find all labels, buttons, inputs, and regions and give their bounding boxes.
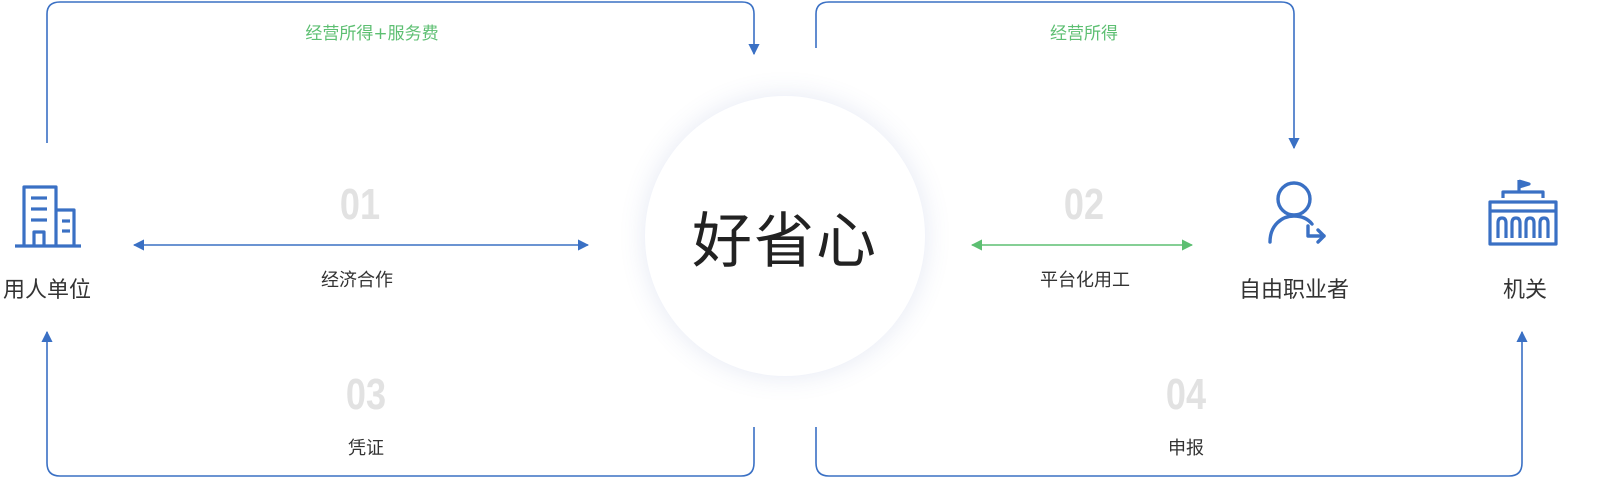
- step-03-number: 03: [345, 370, 387, 419]
- step-01-label: 经济合作: [321, 270, 393, 291]
- freelancer-label: 自由职业者: [1238, 278, 1350, 303]
- step-04-label: 申报: [1168, 438, 1204, 459]
- government-building-icon: [1488, 179, 1558, 246]
- person-transfer-icon: [1268, 181, 1326, 244]
- center-title: 好省心: [692, 206, 878, 277]
- step-04-number: 04: [1165, 370, 1207, 419]
- top-left-flow-label: 经营所得+服务费: [305, 24, 439, 44]
- step-01-number: 01: [339, 180, 381, 229]
- authority-label: 机关: [1502, 278, 1548, 303]
- step-02-label: 平台化用工: [1040, 270, 1130, 291]
- top-right-flow-label: 经营所得: [1050, 24, 1118, 44]
- flow-top-right: [815, 1, 1300, 150]
- step-03-label: 凭证: [348, 438, 384, 459]
- employer-label: 用人单位: [2, 278, 92, 303]
- step-02-number: 02: [1063, 180, 1105, 229]
- flow-top-left: [46, 1, 760, 143]
- flow-bottom-right: [815, 330, 1528, 477]
- center-node: 好省心: [645, 96, 925, 376]
- office-building-icon: [15, 185, 81, 248]
- flow-bottom-left: [41, 330, 755, 477]
